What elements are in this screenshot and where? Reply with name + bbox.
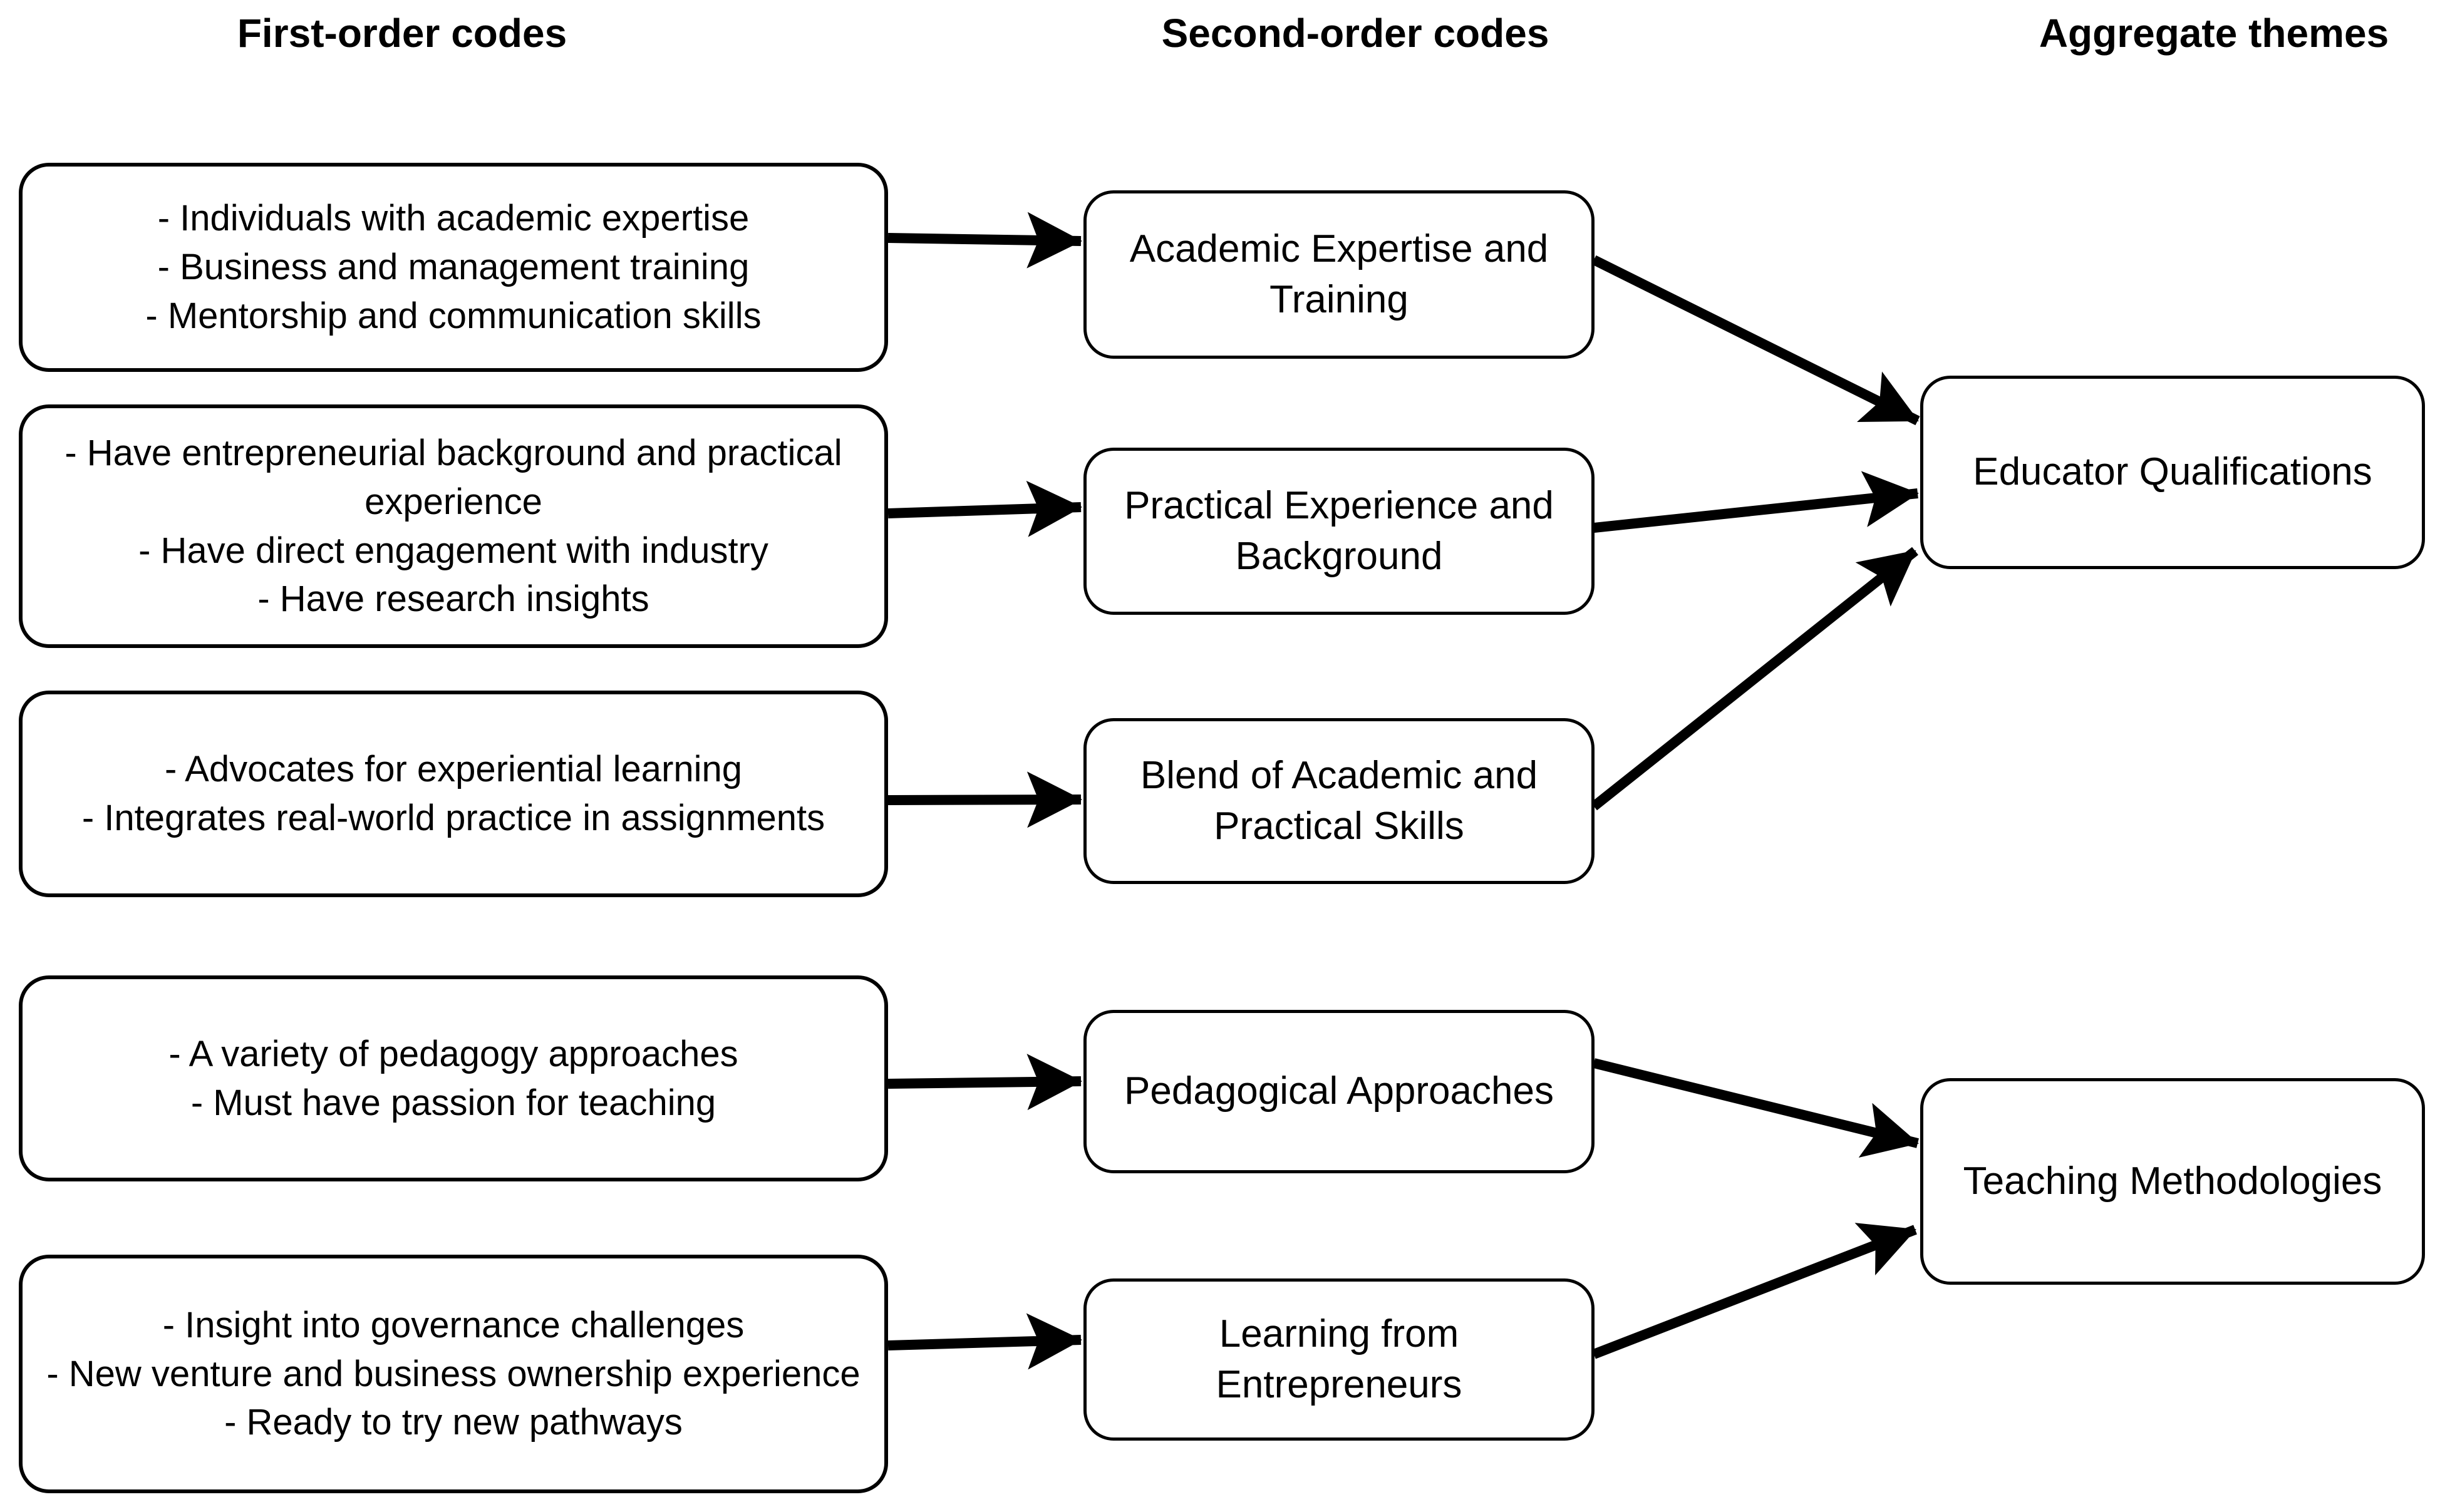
first-order-box-entrepreneurial-background: - Have entrepreneurial background and pr… [19,404,888,648]
aggregate-theme-2-label: Teaching Methodologies [1963,1159,2382,1203]
arrow-second1-to-theme1 [1591,255,1920,426]
second-order-box-3-label: Blend of Academic and Practical Skills [1140,753,1538,848]
first-order-box-4-text: - A variety of pedagogy approaches - Must… [23,1030,884,1127]
bullet-line: - Ready to try new pathways [224,1402,683,1443]
second-order-box-learning-from-entrepreneurs: Learning from Entrepreneurs [1083,1278,1595,1441]
aggregate-theme-box-teaching-methodologies: Teaching Methodologies [1920,1078,2425,1285]
first-order-box-governance-venture: - Insight into governance challenges - Ne… [19,1255,888,1493]
first-order-box-1-text: - Individuals with academic expertise - B… [23,194,884,340]
second-order-box-pedagogical-approaches: Pedagogical Approaches [1083,1010,1595,1173]
arrow-second4-to-theme2 [1593,1058,1919,1158]
second-order-box-2-label: Practical Experience and Background [1124,483,1554,578]
bullet-line: - Insight into governance challenges [162,1304,745,1345]
bullet-line: - Must have passion for teaching [190,1082,716,1123]
second-order-box-1-label: Academic Expertise and Training [1129,227,1549,321]
first-order-box-experiential-learning: - Advocates for experiential learning - I… [19,691,888,897]
bullet-line: - Integrates real-world practice in assi… [81,798,825,838]
second-order-box-academic-expertise: Academic Expertise and Training [1083,190,1595,359]
bullet-line: - Advocates for experiential learning [164,749,743,790]
column-header-first-order-codes: First-order codes [237,11,567,56]
first-order-box-5-text: - Insight into governance challenges - Ne… [23,1301,884,1447]
bullet-line: - New venture and business ownership exp… [46,1353,861,1394]
arrow-first4-to-second4 [887,1054,1082,1111]
column-header-aggregate-themes: Aggregate themes [2039,11,2389,56]
arrow-first1-to-second1 [887,212,1082,269]
first-order-box-2-text: - Have entrepreneurial background and pr… [23,429,884,624]
arrow-first5-to-second5 [887,1313,1082,1370]
aggregate-theme-1-label: Educator Qualifications [1973,450,2372,494]
arrow-second5-to-theme2 [1592,1223,1917,1359]
first-order-box-3-text: - Advocates for experiential learning - I… [23,745,884,842]
second-order-box-5-label: Learning from Entrepreneurs [1216,1312,1462,1406]
second-order-box-blend-skills: Blend of Academic and Practical Skills [1083,718,1595,884]
aggregate-theme-box-educator-qualifications: Educator Qualifications [1920,376,2425,569]
bullet-line: - Have research insights [257,579,649,620]
bullet-line: - Have direct engagement with industry [138,530,768,571]
bullet-line: - Business and management training [157,247,750,288]
first-order-box-pedagogy: - A variety of pedagogy approaches - Must… [19,975,888,1181]
bullet-line: - Individuals with academic expertise [157,198,750,239]
arrow-second3-to-theme1 [1591,547,1918,811]
bullet-line: - Have entrepreneurial background and pr… [65,433,842,522]
first-order-box-educator-expertise: - Individuals with academic expertise - B… [19,163,888,372]
arrow-first2-to-second2 [887,480,1082,537]
bullet-line: - Mentorship and communication skills [145,295,762,336]
second-order-box-practical-experience: Practical Experience and Background [1083,448,1595,615]
bullet-line: - A variety of pedagogy approaches [168,1033,738,1074]
second-order-box-4-label: Pedagogical Approaches [1124,1069,1554,1113]
column-header-second-order-codes: Second-order codes [1161,11,1549,56]
arrow-second2-to-theme1 [1593,471,1919,533]
